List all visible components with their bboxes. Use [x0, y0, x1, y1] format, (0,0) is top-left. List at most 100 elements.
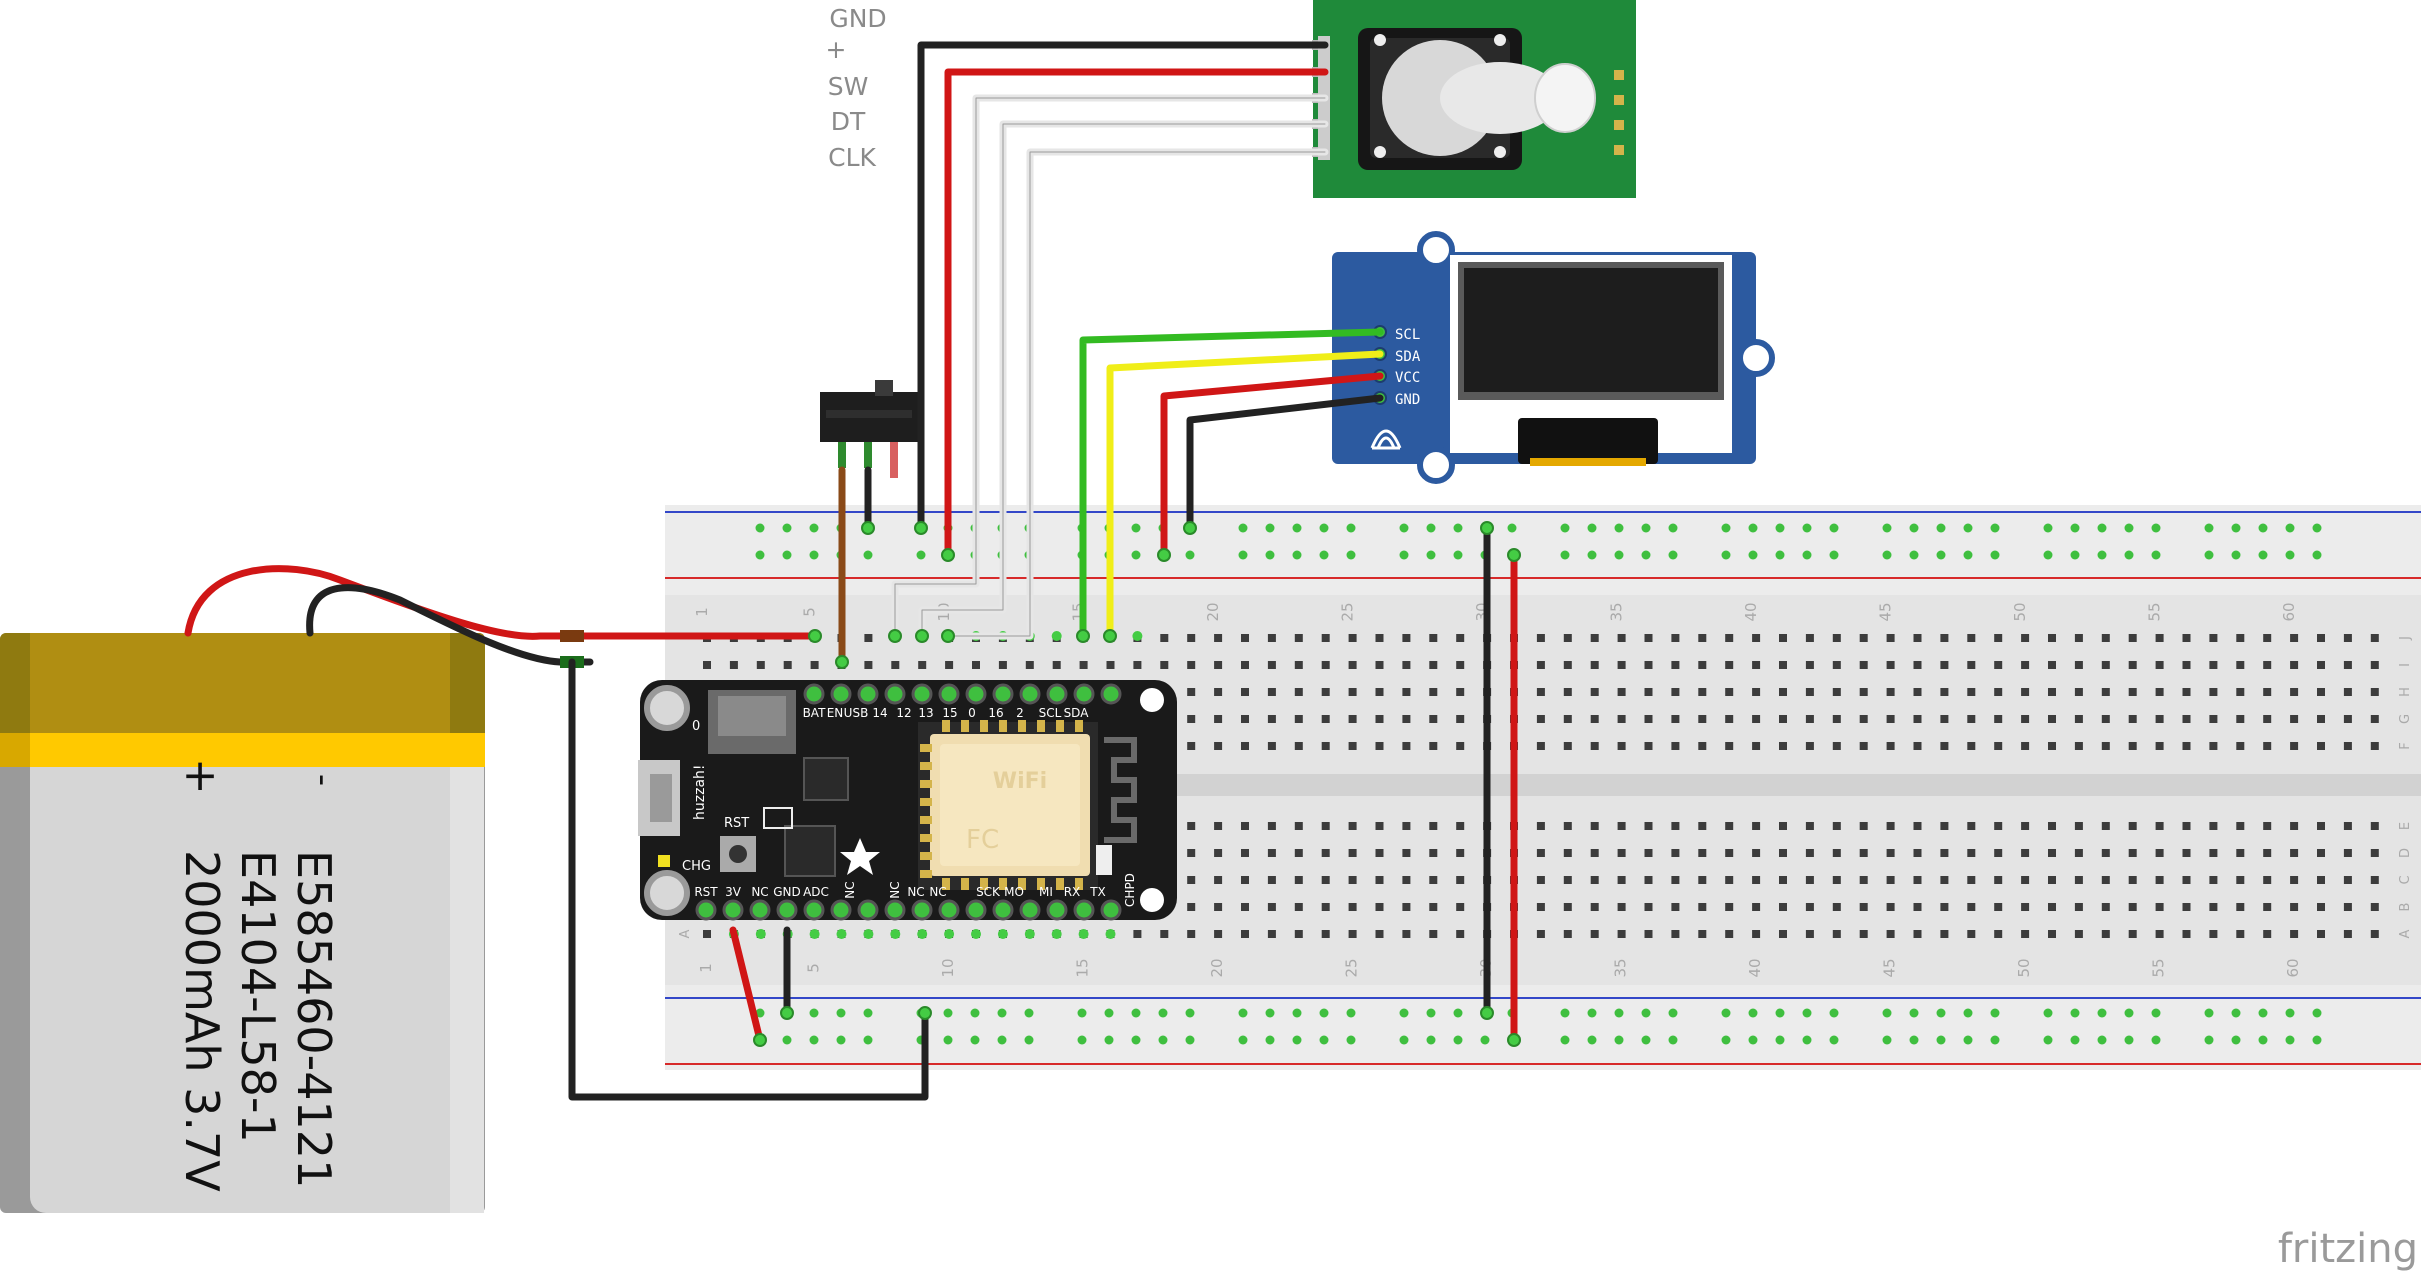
breadboard-hole — [1241, 903, 1249, 911]
breadboard-hole — [1375, 688, 1384, 696]
breadboard-hole — [1752, 876, 1761, 884]
breadboard-hole — [1187, 715, 1196, 723]
breadboard-hole — [1805, 742, 1814, 750]
breadboard-hole — [1752, 930, 1761, 938]
breadboard-hole — [2343, 742, 2352, 750]
breadboard-hole — [1536, 849, 1545, 857]
breadboard-hole — [1698, 903, 1707, 911]
feather-mount-hole-bl — [644, 870, 690, 916]
oled-mount-hole-r — [1737, 339, 1775, 377]
board-bottom-pin-label: NC — [751, 885, 768, 899]
rail-hole — [1587, 550, 1597, 560]
wire-endpoint — [918, 1006, 932, 1020]
breadboard-hole — [1752, 822, 1761, 830]
esp-pad-left — [920, 780, 932, 788]
rail-hole — [1399, 550, 1409, 560]
breadboard-hole — [1456, 903, 1465, 911]
breadboard-hole — [2128, 688, 2137, 696]
breadboard-hole — [1805, 930, 1814, 938]
breadboard-hole — [2209, 849, 2218, 857]
rail-hole — [1936, 1008, 1946, 1018]
breadboard-hole — [1805, 715, 1814, 723]
breadboard-hole — [2048, 903, 2056, 911]
rail-hole — [1909, 1008, 1919, 1018]
breadboard-hole — [2290, 715, 2299, 723]
rail-hole — [782, 1035, 792, 1045]
header-pin-top — [992, 683, 1014, 705]
breadboard-hole — [1967, 822, 1976, 830]
column-number-top: 20 — [1204, 602, 1222, 621]
breadboard-hole — [1886, 903, 1895, 911]
breadboard-hole — [2074, 822, 2083, 830]
battery-black-lead — [306, 584, 594, 666]
breadboard-hole-connected — [1051, 631, 1062, 641]
breadboard-hole — [2209, 661, 2218, 669]
oled-screen — [1464, 268, 1718, 392]
breadboard-hole — [2182, 876, 2191, 884]
breadboard-hole — [1536, 715, 1545, 723]
breadboard-hole — [1805, 822, 1814, 830]
breadboard-hole — [1859, 822, 1868, 830]
breadboard-hole — [703, 661, 711, 669]
breadboard-hole — [1590, 822, 1599, 830]
row-letter-right: J — [2398, 636, 2413, 641]
board-bottom-pin-label: RX — [1064, 885, 1081, 899]
breadboard-hole — [2290, 688, 2299, 696]
breadboard-hole — [1940, 930, 1949, 938]
battery-plus-label: + — [182, 750, 219, 801]
rail-hole — [2097, 1035, 2107, 1045]
breadboard-hole — [1241, 876, 1249, 884]
rail-hole — [2258, 1035, 2268, 1045]
breadboard-hole — [945, 661, 954, 669]
rail-hole — [1560, 523, 1570, 533]
wire-endpoint — [914, 521, 928, 535]
breadboard-hole — [1752, 688, 1761, 696]
breadboard-hole — [1402, 661, 1411, 669]
breadboard-hole — [1913, 849, 1922, 857]
board-top-pin-label: SDA — [1064, 706, 1090, 720]
breadboard-hole — [2074, 661, 2083, 669]
breadboard-hole — [1832, 688, 1841, 696]
breadboard-hole — [1321, 634, 1330, 642]
rail-hole — [1319, 1035, 1329, 1045]
rail-hole — [2285, 550, 2295, 560]
board-bottom-pin-label: MO — [1004, 885, 1024, 899]
breadboard-hole — [2263, 634, 2272, 642]
column-number-bottom: 45 — [1881, 958, 1899, 977]
breadboard-hole — [1913, 715, 1922, 723]
breadboard-hole — [2128, 822, 2137, 830]
breadboard-hole — [2343, 661, 2352, 669]
rail-hole — [1748, 1008, 1758, 1018]
rail-hole — [1829, 1035, 1839, 1045]
breadboard-hole — [1913, 903, 1922, 911]
breadboard-hole — [1321, 930, 1330, 938]
breadboard-hole — [1160, 661, 1169, 669]
breadboard-hole — [2021, 903, 2030, 911]
breadboard-hole — [2370, 715, 2379, 723]
breadboard-hole — [1294, 822, 1303, 830]
encoder-dt-wire-edge — [921, 123, 1326, 637]
breadboard-hole — [2155, 930, 2164, 938]
breadboard-hole — [1590, 661, 1599, 669]
breadboard-hole — [1967, 930, 1976, 938]
breadboard-hole — [1375, 849, 1384, 857]
breadboard-hole — [1375, 822, 1384, 830]
rail-hole — [2258, 550, 2268, 560]
board-3v-wire — [729, 926, 764, 1044]
breadboard-hole — [2155, 903, 2164, 911]
rail-hole — [1909, 550, 1919, 560]
voltage-regulator — [803, 757, 849, 801]
column-number-top: 25 — [1339, 602, 1357, 621]
breadboard-hole — [1214, 634, 1223, 642]
rail-hole — [1265, 523, 1275, 533]
rail-hole — [1721, 1035, 1731, 1045]
breadboard-hole — [703, 930, 711, 938]
breadboard-hole — [1644, 849, 1653, 857]
battery-text-line1: E585460-4121 — [287, 850, 341, 1188]
rail-hole — [2151, 550, 2161, 560]
wire-endpoint — [753, 1033, 767, 1047]
breadboard-hole — [1079, 661, 1088, 669]
breadboard-hole — [1294, 930, 1303, 938]
